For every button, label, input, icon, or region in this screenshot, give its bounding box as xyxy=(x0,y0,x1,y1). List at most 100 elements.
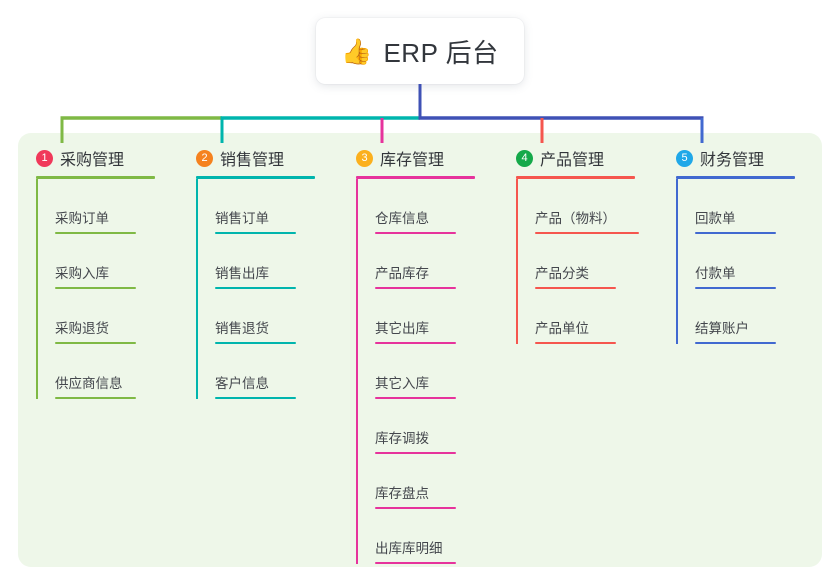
column-underline-5 xyxy=(676,176,795,179)
menu-item-label: 产品单位 xyxy=(535,321,589,337)
menu-item[interactable]: 销售退货 xyxy=(196,289,356,344)
column-badge-3: 3 xyxy=(356,149,373,167)
menu-item[interactable]: 回款单 xyxy=(676,179,836,234)
menu-item-label: 库存盘点 xyxy=(375,486,429,502)
menu-item[interactable]: 采购退货 xyxy=(36,289,196,344)
menu-item[interactable]: 供应商信息 xyxy=(36,344,196,399)
menu-item[interactable]: 付款单 xyxy=(676,234,836,289)
menu-item[interactable]: 产品分类 xyxy=(516,234,676,289)
menu-item-underline xyxy=(55,342,136,344)
column-trunk-1 xyxy=(36,179,38,399)
menu-item-label: 供应商信息 xyxy=(55,376,123,392)
menu-item[interactable]: 其它入库 xyxy=(356,344,516,399)
menu-item-label: 出库库明细 xyxy=(375,541,443,557)
menu-item[interactable]: 库存盘点 xyxy=(356,454,516,509)
menu-item[interactable]: 其它出库 xyxy=(356,289,516,344)
menu-item-label: 采购订单 xyxy=(55,211,109,227)
menu-item[interactable]: 产品单位 xyxy=(516,289,676,344)
menu-item-label: 采购退货 xyxy=(55,321,109,337)
menu-item[interactable]: 库存调拨 xyxy=(356,399,516,454)
column-title-2: 销售管理 xyxy=(220,152,285,169)
menu-item-label: 结算账户 xyxy=(695,321,749,337)
branch-column-1: 1 采购管理采购订单采购入库采购退货供应商信息 xyxy=(36,133,196,567)
menu-item-underline xyxy=(535,232,639,234)
menu-item[interactable]: 销售订单 xyxy=(196,179,356,234)
menu-item-label: 库存调拨 xyxy=(375,431,429,447)
menu-item-underline xyxy=(55,397,136,399)
thumbs-up-icon: 👍 xyxy=(341,37,373,66)
menu-item-underline xyxy=(215,232,296,234)
column-trunk-2 xyxy=(196,179,198,399)
column-badge-5: 5 xyxy=(676,149,693,167)
menu-item[interactable]: 出库库明细 xyxy=(356,509,516,564)
column-items-2: 销售订单销售出库销售退货客户信息 xyxy=(196,179,356,399)
menu-item-underline xyxy=(215,342,296,344)
column-badge-1: 1 xyxy=(36,149,53,167)
branch-column-4: 4 产品管理产品（物料） 产品分类产品单位 xyxy=(516,133,676,567)
menu-item-label: 产品库存 xyxy=(375,266,429,282)
menu-item-underline xyxy=(375,452,456,454)
column-items-3: 仓库信息产品库存其它出库其它入库库存调拨库存盘点出库库明细 xyxy=(356,179,516,564)
menu-item[interactable]: 产品（物料） xyxy=(516,179,676,234)
column-header-3[interactable]: 3 库存管理 xyxy=(356,133,516,173)
menu-item-label: 仓库信息 xyxy=(375,211,429,227)
menu-item-label: 销售订单 xyxy=(215,211,269,227)
root-title: ERP 后台 xyxy=(383,37,499,68)
column-header-2[interactable]: 2 销售管理 xyxy=(196,133,356,173)
menu-item-underline xyxy=(695,287,776,289)
branches-panel xyxy=(18,133,822,567)
menu-item-underline xyxy=(535,287,616,289)
column-trunk-3 xyxy=(356,179,358,564)
column-title-3: 库存管理 xyxy=(380,152,445,169)
column-badge-2: 2 xyxy=(196,149,213,167)
menu-item[interactable]: 产品库存 xyxy=(356,234,516,289)
column-underline-4 xyxy=(516,176,635,179)
menu-item-label: 产品（物料） xyxy=(535,211,616,227)
column-header-1[interactable]: 1 采购管理 xyxy=(36,133,196,173)
menu-item[interactable]: 结算账户 xyxy=(676,289,836,344)
menu-item[interactable]: 销售出库 xyxy=(196,234,356,289)
menu-item-underline xyxy=(55,287,136,289)
menu-item-underline xyxy=(375,507,456,509)
root-node-card[interactable]: 👍 ERP 后台 xyxy=(316,18,524,84)
menu-item-label: 产品分类 xyxy=(535,266,589,282)
menu-item[interactable]: 客户信息 xyxy=(196,344,356,399)
menu-item-label: 销售出库 xyxy=(215,266,269,282)
menu-item-underline xyxy=(375,232,456,234)
menu-item-underline xyxy=(215,397,296,399)
column-trunk-4 xyxy=(516,179,518,344)
menu-item-label: 客户信息 xyxy=(215,376,269,392)
menu-item-underline xyxy=(375,397,456,399)
column-items-5: 回款单付款单结算账户 xyxy=(676,179,836,344)
column-underline-1 xyxy=(36,176,155,179)
menu-item-underline xyxy=(695,232,776,234)
column-header-4[interactable]: 4 产品管理 xyxy=(516,133,676,173)
menu-item-underline xyxy=(535,342,616,344)
branch-column-5: 5 财务管理回款单付款单结算账户 xyxy=(676,133,836,567)
menu-item-label: 其它出库 xyxy=(375,321,429,337)
branch-columns: 1 采购管理采购订单采购入库采购退货供应商信息 2 销售管理销售订单销售出库销售退货客… xyxy=(18,133,822,567)
branch-column-2: 2 销售管理销售订单销售出库销售退货客户信息 xyxy=(196,133,356,567)
menu-item[interactable]: 采购订单 xyxy=(36,179,196,234)
column-title-4: 产品管理 xyxy=(540,152,605,169)
menu-item-label: 销售退货 xyxy=(215,321,269,337)
menu-item-underline xyxy=(375,287,456,289)
menu-item-label: 回款单 xyxy=(695,211,736,227)
menu-item[interactable]: 采购入库 xyxy=(36,234,196,289)
menu-item-underline xyxy=(215,287,296,289)
column-trunk-5 xyxy=(676,179,678,344)
column-underline-3 xyxy=(356,176,475,179)
column-header-5[interactable]: 5 财务管理 xyxy=(676,133,836,173)
menu-item-label: 其它入库 xyxy=(375,376,429,392)
menu-item-underline xyxy=(55,232,136,234)
branch-column-3: 3 库存管理仓库信息产品库存其它出库其它入库库存调拨库存盘点出库库明细 xyxy=(356,133,516,567)
menu-item-label: 付款单 xyxy=(695,266,736,282)
column-title-1: 采购管理 xyxy=(60,152,125,169)
menu-item-underline xyxy=(375,562,456,564)
menu-item-underline xyxy=(375,342,456,344)
column-badge-4: 4 xyxy=(516,149,533,167)
column-title-5: 财务管理 xyxy=(700,152,765,169)
menu-item[interactable]: 仓库信息 xyxy=(356,179,516,234)
column-underline-2 xyxy=(196,176,315,179)
